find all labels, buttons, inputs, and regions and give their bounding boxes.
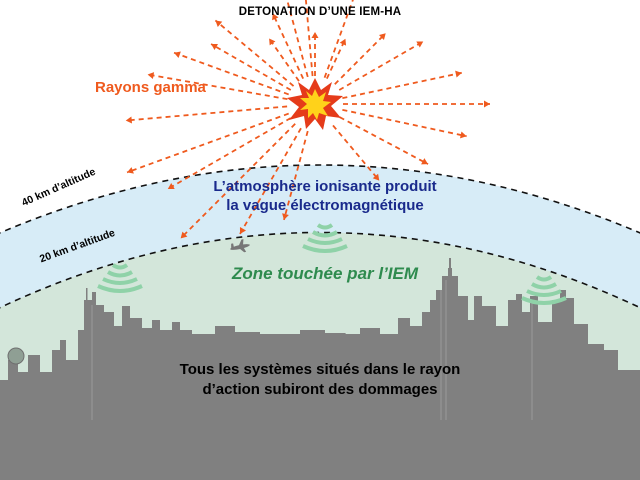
gamma-ray-arrowhead-22 — [372, 173, 380, 181]
gamma-ray-arrow-4 — [334, 32, 387, 85]
gamma-ray-arrow-5 — [338, 40, 424, 91]
damage-note: Tous les systèmes situés dans le rayon d… — [130, 360, 510, 400]
gamma-ray-arrow-1 — [271, 12, 304, 80]
gamma-ray-arrowhead-6 — [455, 70, 462, 78]
gamma-ray-arrowhead-7 — [269, 38, 276, 46]
damage-note-line-2: d’action subiront des dommages — [202, 381, 438, 398]
burst-icon — [287, 78, 343, 130]
boat-icon — [324, 333, 346, 338]
altitude-20km-curve — [0, 231, 640, 309]
gamma-ray-arrowhead-14 — [167, 182, 175, 190]
gamma-ray-arrow-8 — [214, 19, 295, 87]
gamma-ray-arrowhead-19 — [484, 100, 490, 108]
gamma-ray-arrow-10 — [173, 51, 289, 96]
gamma-ray-arrowhead-20 — [460, 131, 467, 139]
gamma-ray-arrow-14 — [167, 117, 292, 190]
gamma-ray-arrow-17 — [283, 130, 309, 221]
gamma-ray-arrowhead-12 — [125, 116, 133, 124]
gamma-ray-arrowhead-9 — [211, 43, 219, 51]
gamma-ray-arrowhead-1 — [272, 13, 279, 21]
gamma-ray-arrow-18 — [323, 0, 354, 78]
gamma-ray-arrowhead-13 — [127, 167, 134, 174]
altitude-40km-curve — [0, 164, 640, 234]
gamma-ray-arrowhead-21 — [421, 158, 429, 165]
gamma-ray-arrowhead-4 — [378, 33, 386, 41]
gamma-ray-arrowhead-5 — [416, 41, 424, 48]
atmosphere-label-line-2: la vague électromagnétique — [226, 197, 424, 214]
diagram-title: DETONATION D’UNE IEM-HA — [238, 6, 402, 18]
gamma-ray-arrowhead-11 — [147, 72, 155, 79]
gamma-ray-arrow-24 — [304, 0, 314, 77]
gamma-ray-arrow-6 — [342, 71, 462, 100]
gamma-ray-arrow-12 — [125, 105, 288, 122]
gamma-ray-arrowhead-3 — [339, 38, 347, 46]
gamma-ray-arrowhead-8 — [215, 20, 223, 27]
radio-wave-icon — [97, 263, 143, 293]
gamma-ray-arrowhead-2 — [311, 32, 319, 38]
airplane-icon — [230, 239, 250, 253]
atmosphere-label: L’atmosphère ionisante produit la vague … — [160, 177, 490, 215]
city-skyline — [0, 258, 640, 480]
atmosphere-label-line-1: L’atmosphère ionisante produit — [213, 178, 437, 195]
gamma-ray-arrowhead-10 — [174, 51, 181, 59]
gamma-ray-arrowhead-16 — [239, 226, 247, 234]
gamma-ray-arrow-21 — [339, 116, 429, 165]
gamma-rays-label: Rayons gamma — [95, 79, 206, 96]
radio-wave-icon — [521, 275, 567, 305]
gamma-ray-arrow-3 — [326, 38, 347, 80]
gamma-ray-arrow-22 — [332, 124, 380, 182]
gamma-ray-arrowhead-15 — [180, 231, 188, 239]
radio-wave-icon — [302, 223, 348, 253]
gamma-ray-arrow-15 — [180, 123, 296, 239]
gamma-ray-arrow-11 — [147, 73, 288, 101]
gamma-ray-arrow-16 — [239, 127, 302, 235]
gamma-ray-arrow-9 — [210, 43, 292, 91]
gamma-ray-arrowhead-17 — [282, 213, 289, 220]
gamma-rays — [125, 0, 490, 239]
damage-note-line-1: Tous les systèmes situés dans le rayon — [179, 361, 461, 378]
gamma-ray-arrow-13 — [126, 112, 289, 174]
gamma-ray-arrow-20 — [342, 108, 467, 138]
emp-zone-label: Zone touchée par l’IEM — [231, 264, 419, 283]
